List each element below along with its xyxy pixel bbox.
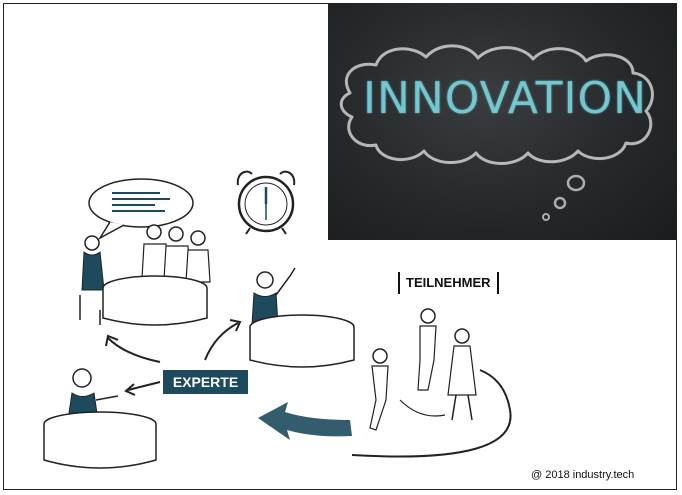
flow-arrows	[105, 319, 352, 440]
thought-cloud-icon	[339, 44, 654, 221]
participants-label: TEILNEHMER	[398, 272, 499, 294]
copyright-text: @ 2018 industry.tech	[531, 469, 635, 481]
chalk-word: INNOVATION	[362, 73, 648, 124]
group-table	[79, 224, 211, 326]
chalkboard-photo: INNOVATION	[328, 3, 677, 240]
alarm-clock-icon	[236, 170, 296, 235]
expert-table	[249, 267, 355, 368]
bottom-table	[43, 368, 157, 469]
participants-group	[351, 308, 512, 458]
speech-bubble-icon	[88, 178, 194, 241]
expert-label: EXPERTE	[163, 370, 248, 394]
